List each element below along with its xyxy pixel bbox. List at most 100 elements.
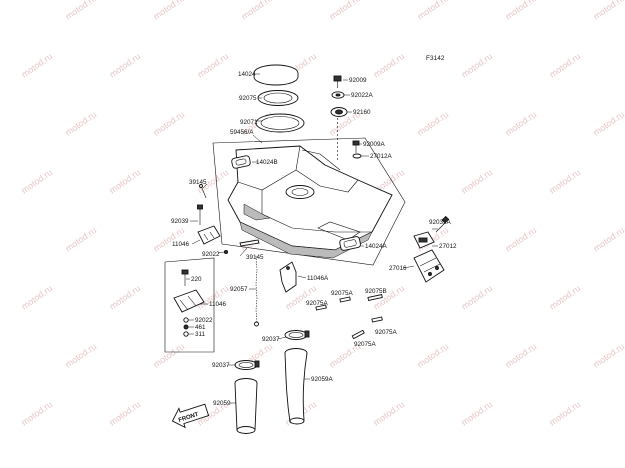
- part-labels: 14024 92075 92071 59456/A 14024B 39145 9…: [171, 71, 457, 407]
- label-92075b: 92075B: [365, 288, 387, 295]
- label-92071: 92071: [240, 119, 258, 126]
- label-92022a: 92022: [202, 251, 220, 258]
- label-92059: 92059: [213, 400, 231, 407]
- grommet-92160-part: [330, 107, 348, 117]
- watermark-text: motod.ru: [547, 283, 582, 312]
- watermark-text: motod.ru: [107, 283, 142, 312]
- watermark-text: motod.ru: [503, 341, 538, 370]
- watermark-text: motod.ru: [63, 109, 98, 138]
- label-92009: 92009: [349, 77, 367, 84]
- label-59456a: 59456/A: [230, 129, 254, 136]
- watermark-text: motod.ru: [503, 225, 538, 254]
- bracket-11046b-part: [173, 289, 205, 313]
- watermark-text: motod.ru: [503, 0, 538, 22]
- watermark-text: motod.ru: [107, 167, 142, 196]
- label-11046aa: 11046A: [307, 275, 329, 282]
- watermark-text: motod.ru: [151, 225, 186, 254]
- label-39145b: 39145: [246, 254, 264, 261]
- grommet-14024a-part: [339, 236, 361, 251]
- washer-92022-part: [223, 249, 229, 255]
- clamp-92037b-part: [234, 360, 260, 370]
- pin-39145b-part: [239, 239, 260, 247]
- watermark-text: motod.ru: [371, 51, 406, 80]
- label-92039aa: 92039A: [429, 219, 452, 226]
- watermark-text: motod.ru: [415, 109, 450, 138]
- bolt-92039a-part: [435, 215, 450, 233]
- watermark-text: motod.ru: [547, 167, 582, 196]
- assembly-outline: [212, 137, 406, 266]
- cap-cover-part: [253, 64, 299, 86]
- label-92075a3: 92075A: [375, 329, 398, 336]
- washer-92022a-part: [331, 91, 345, 99]
- bolt-92009a-part: [352, 140, 362, 159]
- label-92039: 92039: [171, 218, 189, 225]
- label-92075a4: 92075A: [354, 341, 377, 348]
- watermark-text: motod.ru: [63, 0, 98, 22]
- watermark-text: motod.ru: [107, 399, 142, 428]
- bracket-11046-part: [197, 225, 221, 245]
- watermark-text: motod.ru: [19, 399, 54, 428]
- watermark-text: motod.ru: [503, 109, 538, 138]
- label-92009a: 92009A: [363, 141, 386, 148]
- watermark-text: motod.ru: [591, 109, 625, 138]
- watermark-text: motod.ru: [415, 341, 450, 370]
- label-92075: 92075: [239, 95, 257, 102]
- label-39145a: 39145: [189, 179, 207, 186]
- watermark-text: motod.ru: [591, 0, 625, 22]
- watermark-text: motod.ru: [151, 0, 186, 22]
- switch-27012-part: [413, 231, 435, 249]
- hose-92059a-part: [284, 348, 308, 425]
- watermark-text: motod.ru: [371, 399, 406, 428]
- label-27012: 27012: [439, 243, 457, 250]
- washer-stack-part: [183, 317, 189, 337]
- watermark-text: motod.ru: [459, 51, 494, 80]
- label-92059a: 92059A: [311, 376, 334, 383]
- label-92022aa: 92022A: [351, 92, 374, 99]
- clamp-92037a-part: [284, 330, 310, 340]
- bolt-92009-part: [333, 75, 342, 88]
- label-14024b: 14024B: [256, 159, 278, 166]
- watermark-text: motod.ru: [327, 0, 362, 22]
- label-92075a2: 92075A: [306, 300, 329, 307]
- screw-220-part: [181, 269, 189, 286]
- label-11046a: 11046: [172, 241, 190, 248]
- watermark-text: motod.ru: [591, 341, 625, 370]
- watermark-text: motod.ru: [195, 51, 230, 80]
- watermark-text: motod.ru: [459, 283, 494, 312]
- label-92022b: 92022: [195, 317, 213, 324]
- fuel-tank-cover-body: [227, 145, 393, 259]
- label-11046b: 11046: [209, 301, 227, 308]
- label-14024: 14024: [238, 71, 256, 78]
- label-92075a1: 92075A: [331, 290, 354, 297]
- watermark-text: motod.ru: [459, 167, 494, 196]
- label-461: 461: [195, 324, 206, 331]
- label-92037a: 92037: [262, 336, 280, 343]
- watermark-text: motod.ru: [591, 225, 625, 254]
- figure-code: F3142: [426, 55, 445, 62]
- label-27016: 27016: [389, 265, 407, 272]
- label-92160: 92160: [353, 109, 371, 116]
- label-92037b: 92037: [212, 362, 230, 369]
- watermark-text: motod.ru: [107, 51, 142, 80]
- watermark-text: motod.ru: [459, 399, 494, 428]
- label-311: 311: [195, 331, 206, 338]
- gasket-part: [257, 90, 299, 106]
- watermark-text: motod.ru: [63, 225, 98, 254]
- hose-92059-part: [234, 378, 258, 434]
- watermark-text: motod.ru: [63, 341, 98, 370]
- label-14024a: 14024A: [365, 243, 388, 250]
- watermark-text: motod.ru: [19, 283, 54, 312]
- watermark-text: motod.ru: [547, 399, 582, 428]
- label-220: 220: [191, 276, 202, 283]
- watermark-text: motod.ru: [415, 0, 450, 22]
- leader-lines: [186, 73, 438, 404]
- watermark-text: motod.ru: [19, 51, 54, 80]
- plate-11046a-part: [279, 261, 297, 293]
- grommet-14024b-part: [231, 155, 251, 169]
- clip-pins-part: [315, 294, 383, 340]
- ring-part: [255, 113, 305, 133]
- detail-outline: [164, 257, 215, 353]
- chain-92057-part: [254, 255, 259, 327]
- front-arrow: FRONT: [171, 403, 210, 429]
